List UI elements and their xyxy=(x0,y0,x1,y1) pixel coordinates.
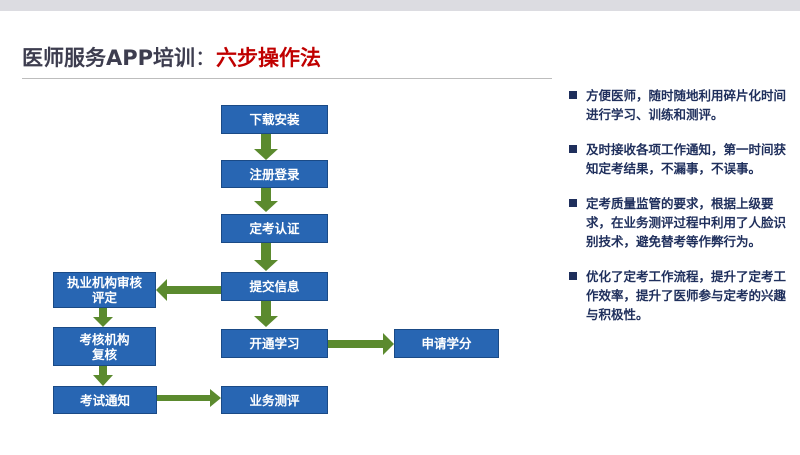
title-main: 医师服务APP培训 xyxy=(22,46,196,70)
square-bullet-icon xyxy=(569,91,577,99)
title-separator: ： xyxy=(195,46,217,70)
arrow-down-icon xyxy=(254,188,278,212)
arrow-down-icon xyxy=(254,301,278,327)
top-bar xyxy=(0,0,800,11)
benefit-text: 及时接收各项工作通知，第一时间获知定考结果，不漏事，不误事。 xyxy=(586,142,787,176)
step-exam-org: 考核机构复核 xyxy=(53,327,156,366)
benefit-text: 优化了定考工作流程，提升了定考工作效率，提升了医师参与定考的兴趣与积极性。 xyxy=(586,269,787,322)
page-title: 医师服务APP培训：六步操作法 xyxy=(22,42,321,72)
step-exam-notice-label: 考试通知 xyxy=(79,392,130,408)
arrow-down-icon xyxy=(93,308,113,327)
arrow-right-icon xyxy=(157,389,221,407)
step-register-label: 注册登录 xyxy=(249,166,300,182)
step-business-eval-label: 业务测评 xyxy=(249,392,300,408)
arrow-down-icon xyxy=(93,366,113,386)
square-bullet-icon xyxy=(569,145,577,153)
title-accent: 六步操作法 xyxy=(216,46,322,70)
step-open-study: 开通学习 xyxy=(221,329,328,358)
step-exam-org-line1: 考核机构 xyxy=(79,331,130,347)
benefit-text: 定考质量监管的要求，根据上级要求，在业务测评过程中利用了人脸识别技术，避免替考等… xyxy=(586,196,787,249)
title-underline xyxy=(22,78,552,79)
benefit-item: 及时接收各项工作通知，第一时间获知定考结果，不漏事，不误事。 xyxy=(569,140,789,178)
step-org-review: 执业机构审核评定 xyxy=(53,272,156,308)
benefit-text: 方便医师，随时随地利用碎片化时间进行学习、训练和测评。 xyxy=(586,88,787,122)
benefit-item: 优化了定考工作流程，提升了定考工作效率，提升了医师参与定考的兴趣与积极性。 xyxy=(569,267,789,324)
step-open-study-label: 开通学习 xyxy=(249,336,300,351)
step-download-label: 下载安装 xyxy=(249,112,300,127)
square-bullet-icon xyxy=(569,272,577,280)
step-exam-org-line2: 复核 xyxy=(91,346,117,362)
arrow-down-icon xyxy=(254,134,278,160)
arrow-left-icon xyxy=(156,279,221,301)
step-apply-credit-label: 申请学分 xyxy=(421,336,472,351)
benefit-item: 定考质量监管的要求，根据上级要求，在业务测评过程中利用了人脸识别技术，避免替考等… xyxy=(569,194,789,251)
step-org-review-line1: 执业机构审核 xyxy=(66,275,142,290)
step-register: 注册登录 xyxy=(221,160,328,188)
step-business-eval: 业务测评 xyxy=(221,386,328,414)
arrow-down-icon xyxy=(254,243,278,271)
benefit-list: 方便医师，随时随地利用碎片化时间进行学习、训练和测评。 及时接收各项工作通知，第… xyxy=(569,86,789,340)
step-submit: 提交信息 xyxy=(221,272,328,301)
step-certify-label: 定考认证 xyxy=(249,221,300,236)
step-certify: 定考认证 xyxy=(221,214,328,243)
step-exam-notice: 考试通知 xyxy=(53,386,157,414)
square-bullet-icon xyxy=(569,199,577,207)
step-download: 下载安装 xyxy=(221,105,328,134)
step-apply-credit: 申请学分 xyxy=(394,329,499,358)
benefit-item: 方便医师，随时随地利用碎片化时间进行学习、训练和测评。 xyxy=(569,86,789,124)
step-submit-label: 提交信息 xyxy=(249,279,300,294)
arrow-right-icon xyxy=(328,333,394,355)
step-org-review-line2: 评定 xyxy=(91,290,117,305)
